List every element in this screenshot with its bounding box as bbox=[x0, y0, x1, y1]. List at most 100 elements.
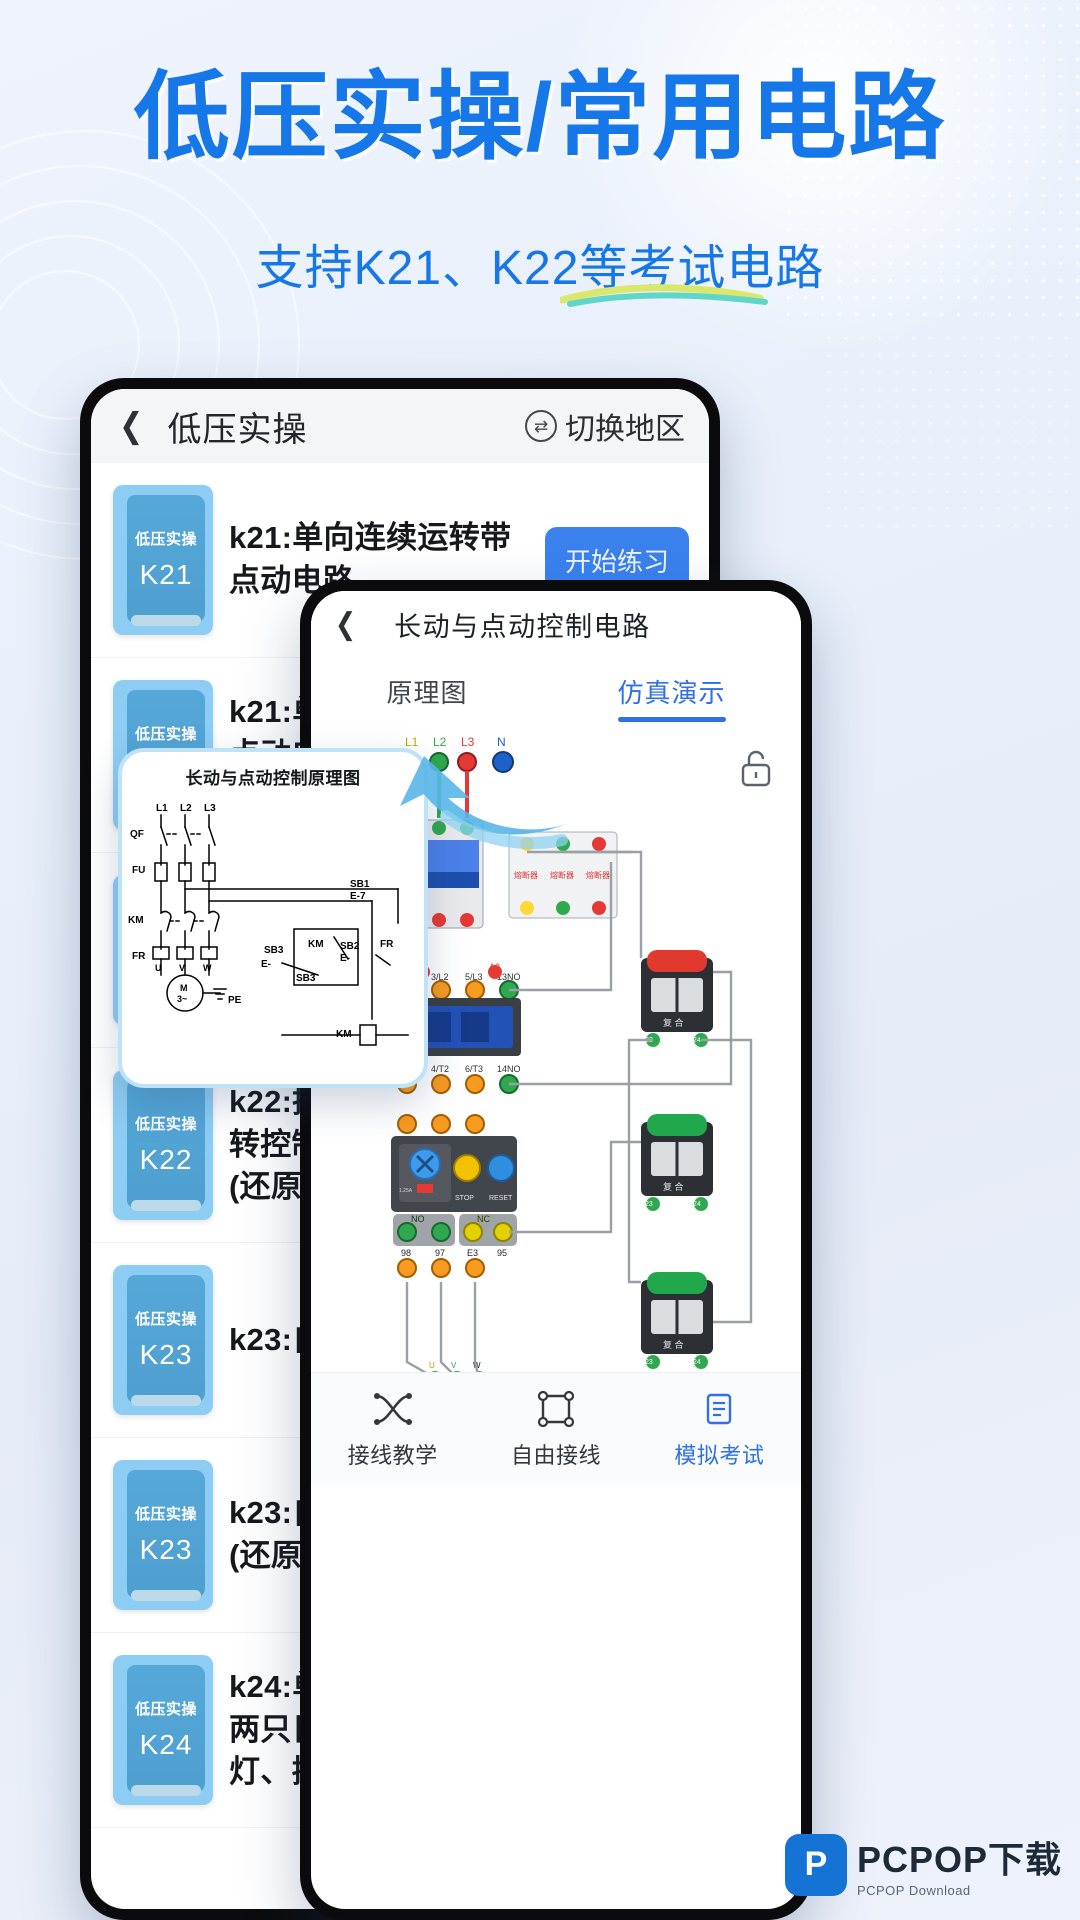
svg-text:6/T3: 6/T3 bbox=[465, 1064, 483, 1074]
bottom-bar-button[interactable]: 自由接线 bbox=[474, 1388, 637, 1470]
badge-code: K23 bbox=[139, 1533, 193, 1565]
svg-text:N: N bbox=[497, 735, 506, 749]
bottom-bar-label: 自由接线 bbox=[510, 1442, 601, 1468]
svg-text:E3: E3 bbox=[467, 1248, 478, 1258]
svg-text:14NO: 14NO bbox=[497, 1064, 521, 1074]
badge-code: K23 bbox=[139, 1338, 193, 1370]
svg-text:V: V bbox=[179, 963, 185, 973]
schematic-popup-card[interactable]: 长动与点动控制原理图 L1 L2 L3 QF FU KM bbox=[118, 748, 428, 1088]
wiring-tutorial-icon bbox=[311, 1388, 474, 1430]
circuit-badge-icon: 低压实操 K23 bbox=[113, 1265, 213, 1415]
circuit-item-body: k21:单向连续运转带点动电路 bbox=[229, 517, 531, 603]
bottom-bar-label: 接线教学 bbox=[347, 1442, 438, 1468]
back-button-icon[interactable]: ❮ bbox=[119, 407, 144, 445]
push-button-red: 复 合 23 24 bbox=[641, 950, 713, 1047]
svg-text:熔断器: 熔断器 bbox=[586, 870, 610, 880]
detail-tab[interactable]: 仿真演示 bbox=[617, 673, 726, 722]
watermark-subtitle: PCPOP Download bbox=[856, 1883, 971, 1898]
svg-text:L1: L1 bbox=[405, 735, 419, 749]
svg-text:97: 97 bbox=[435, 1248, 445, 1258]
svg-text:M: M bbox=[180, 983, 188, 993]
svg-text:RESET: RESET bbox=[489, 1195, 513, 1202]
svg-text:23: 23 bbox=[645, 1359, 653, 1366]
svg-text:L2: L2 bbox=[180, 803, 192, 814]
svg-text:QF: QF bbox=[130, 829, 144, 840]
bottom-bar-button[interactable]: 模拟考试 bbox=[638, 1388, 801, 1470]
detail-tab[interactable]: 原理图 bbox=[386, 678, 468, 708]
switch-region-button[interactable]: ⇄ 切换地区 bbox=[525, 404, 685, 448]
pcpop-logo-icon: P bbox=[784, 1833, 847, 1896]
svg-text:E-7: E-7 bbox=[350, 891, 366, 902]
schematic-drawing: L1 L2 L3 QF FU KM FR bbox=[128, 803, 409, 1046]
svg-text:SB2: SB2 bbox=[340, 941, 360, 952]
svg-text:STOP: STOP bbox=[455, 1195, 474, 1202]
badge-tag: 低压实操 bbox=[134, 1505, 197, 1523]
svg-text:SB3: SB3 bbox=[264, 945, 284, 956]
schematic-title: 长动与点动控制原理图 bbox=[185, 769, 361, 788]
mock-exam-icon bbox=[638, 1388, 801, 1430]
svg-text:W: W bbox=[203, 963, 212, 973]
svg-text:3~: 3~ bbox=[177, 994, 187, 1004]
detail-page-title: 长动与点动控制电路 bbox=[394, 611, 651, 642]
svg-text:FR: FR bbox=[380, 939, 394, 950]
bottom-bar-label: 模拟考试 bbox=[674, 1442, 765, 1468]
badge-tag: 低压实操 bbox=[134, 1700, 197, 1718]
decor-dot-grid-2 bbox=[820, 330, 1080, 530]
switch-region-label: 切换地区 bbox=[565, 413, 685, 446]
svg-text:4/T2: 4/T2 bbox=[431, 1064, 449, 1074]
detail-bottom-toolbar[interactable]: 接线教学 自由接线 模拟考试 bbox=[311, 1372, 801, 1484]
circuit-badge-icon: 低压实操 K23 bbox=[113, 1460, 213, 1610]
thermal-overload-relay: 1.25A STOP RESET NO NC 98 97 E3 bbox=[391, 1114, 517, 1278]
badge-tag: 低压实操 bbox=[134, 1310, 197, 1328]
unlock-icon[interactable] bbox=[739, 748, 773, 788]
svg-text:PE: PE bbox=[228, 995, 242, 1006]
svg-text:SB3: SB3 bbox=[296, 973, 316, 984]
svg-text:23: 23 bbox=[645, 1201, 653, 1208]
svg-text:L1: L1 bbox=[156, 803, 168, 814]
svg-text:E-: E- bbox=[340, 953, 350, 964]
svg-text:13NO: 13NO bbox=[497, 972, 521, 982]
push-button-green-2: 复 合 23 24 bbox=[641, 1272, 713, 1369]
badge-code: K22 bbox=[139, 1143, 193, 1175]
circuit-badge-icon: 低压实操 K22 bbox=[113, 1070, 213, 1220]
subhead-underline-decor bbox=[560, 284, 768, 307]
page-title: 低压实操 bbox=[167, 410, 308, 449]
badge-tag: 低压实操 bbox=[134, 725, 197, 743]
decor-dot-grid bbox=[780, 0, 1080, 330]
badge-code: K21 bbox=[139, 558, 193, 590]
circuit-item-title: k21:单向连续运转带点动电路 bbox=[229, 520, 512, 598]
svg-text:熔断器: 熔断器 bbox=[514, 870, 538, 880]
svg-text:5/L3: 5/L3 bbox=[465, 972, 483, 982]
bottom-bar-button[interactable]: 接线教学 bbox=[311, 1388, 474, 1470]
svg-text:KM: KM bbox=[308, 939, 324, 950]
book-spine bbox=[131, 1200, 201, 1211]
push-button-green-1: 复 合 23 24 bbox=[641, 1114, 713, 1211]
svg-text:FR: FR bbox=[132, 951, 146, 962]
svg-text:98: 98 bbox=[401, 1248, 411, 1258]
svg-text:U: U bbox=[429, 1361, 435, 1370]
badge-tag: 低压实操 bbox=[134, 1115, 197, 1133]
svg-text:复 合: 复 合 bbox=[663, 1339, 684, 1350]
free-wiring-icon bbox=[474, 1388, 637, 1430]
detail-tabs[interactable]: 原理图 仿真演示 bbox=[311, 657, 801, 722]
watermark: P PCPOP下载 PCPOP Download bbox=[784, 1831, 1062, 1898]
svg-text:E-: E- bbox=[261, 959, 271, 970]
poster-headline: 低压实操/常用电路 bbox=[133, 64, 947, 171]
svg-text:L3: L3 bbox=[204, 803, 216, 814]
svg-text:3/L2: 3/L2 bbox=[431, 972, 449, 982]
watermark-title: PCPOP下载 bbox=[856, 1839, 1062, 1880]
svg-text:V: V bbox=[451, 1361, 457, 1370]
svg-text:FU: FU bbox=[132, 865, 145, 876]
book-spine bbox=[131, 1590, 201, 1601]
svg-text:KM: KM bbox=[128, 915, 144, 926]
poster-subheadline: 支持K21、K22等考试电路 bbox=[255, 242, 825, 295]
badge-tag: 低压实操 bbox=[134, 530, 197, 548]
svg-text:U: U bbox=[155, 963, 162, 973]
svg-text:24: 24 bbox=[693, 1201, 701, 1208]
circuit-badge-icon: 低压实操 K21 bbox=[113, 485, 213, 635]
svg-text:24: 24 bbox=[693, 1037, 701, 1044]
back-button-icon[interactable]: ❮ bbox=[334, 607, 357, 641]
svg-text:复 合: 复 合 bbox=[663, 1017, 684, 1028]
